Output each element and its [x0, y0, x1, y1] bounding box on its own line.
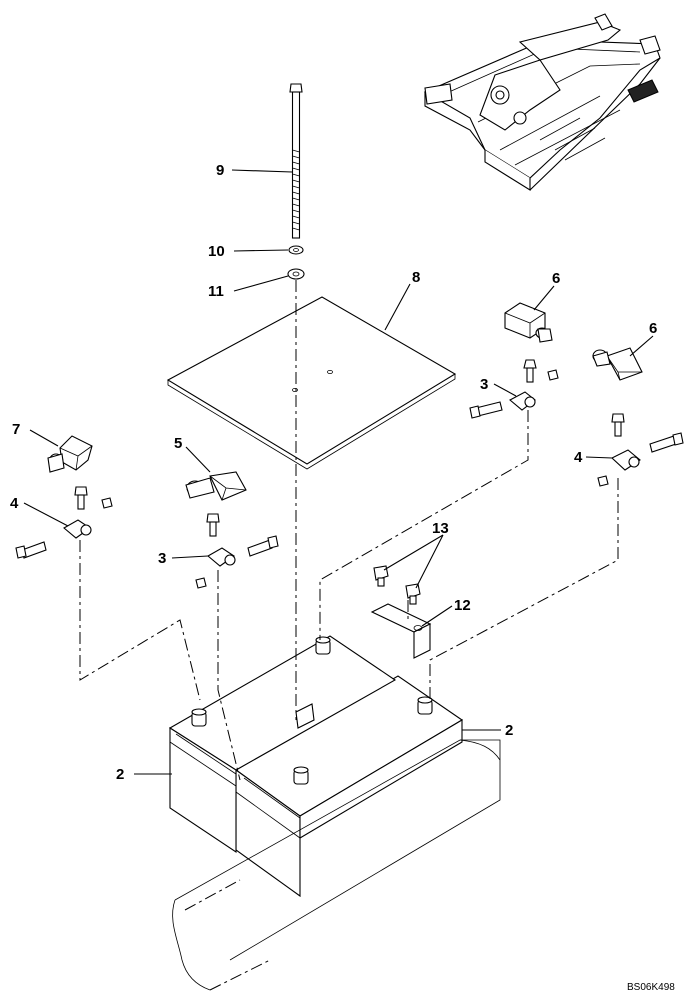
callout-10: 10	[208, 243, 225, 260]
callout-2-left: 2	[116, 766, 124, 783]
drawing-code: BS06K498	[627, 982, 675, 993]
battery-right	[234, 675, 464, 898]
terminal-cover-right-lower	[592, 347, 643, 381]
hold-down-bolt	[289, 83, 303, 239]
callout-2-right: 2	[505, 722, 513, 739]
terminal-clamp-right	[597, 413, 684, 487]
callout-4-left: 4	[10, 495, 19, 512]
lock-washer	[288, 245, 304, 255]
callout-5: 5	[174, 435, 182, 452]
battery-left	[168, 635, 397, 854]
callout-6-lower: 6	[649, 320, 657, 337]
callout-8: 8	[412, 269, 420, 286]
callout-12: 12	[454, 597, 471, 614]
callout-7: 7	[12, 421, 20, 438]
callout-3-lower: 3	[158, 550, 166, 567]
terminal-clamp-left	[15, 486, 113, 559]
leader-lines	[23, 169, 654, 775]
machine-locator-thumbnail	[423, 13, 661, 191]
terminal-cover-left	[47, 435, 93, 473]
frame-rail	[172, 739, 501, 991]
callout-13: 13	[432, 520, 449, 537]
callout-3-upper: 3	[480, 376, 488, 393]
callout-6-upper: 6	[552, 270, 560, 287]
callout-labels: 9 10 11 8 6 6 3 7 5 4 4 3 13 12 2 2 BS06…	[10, 162, 675, 993]
battery-cover-plate	[166, 296, 457, 470]
flat-washer	[287, 268, 305, 280]
terminal-clamp-upper-right	[469, 359, 559, 419]
terminal-clamp-center	[195, 513, 279, 589]
callout-4-right: 4	[574, 449, 583, 466]
terminal-cover-center	[185, 471, 247, 501]
mounting-bracket	[370, 603, 432, 659]
assembly-lines	[79, 280, 619, 781]
callout-9: 9	[216, 162, 224, 179]
terminal-cover-right-upper	[504, 302, 553, 343]
callout-11: 11	[208, 283, 224, 300]
